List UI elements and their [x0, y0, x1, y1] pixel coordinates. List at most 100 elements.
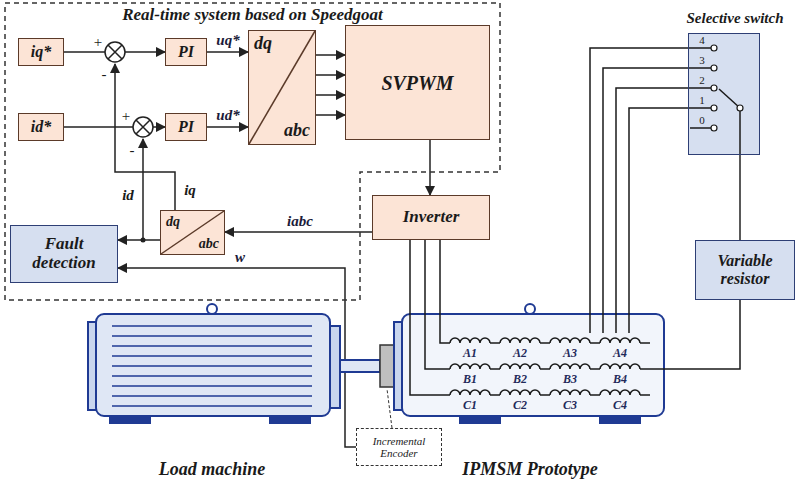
coil-link	[590, 368, 600, 370]
coil-link	[540, 394, 550, 396]
cooling-fin	[112, 345, 312, 347]
signal-label: uq*	[216, 32, 239, 49]
pi-controller: PI	[165, 113, 207, 141]
coil-link	[490, 342, 500, 344]
signal-connector	[429, 140, 431, 195]
transform-box: dq abc	[160, 210, 225, 255]
signal-label: ud*	[216, 107, 239, 124]
coil	[600, 338, 640, 343]
winding-label: B4	[613, 373, 627, 386]
machine-label: Load machine	[159, 460, 266, 480]
phase-wire	[410, 240, 740, 395]
tap-number: 1	[699, 94, 705, 106]
signal-connector	[207, 51, 248, 53]
coil	[450, 338, 490, 343]
winding-label: C1	[463, 399, 477, 412]
box-label: Inverter	[403, 208, 460, 227]
sign-label: -	[102, 66, 107, 83]
switch-terminals	[711, 45, 743, 131]
box-label: iq*	[31, 43, 51, 61]
tap-number: 2	[699, 74, 705, 86]
box-label: SVPWM	[381, 72, 453, 94]
coil	[550, 390, 590, 395]
group-heading: Real-time system based on Speedgoat	[122, 6, 383, 25]
box-label: abc	[199, 236, 219, 251]
signal-connector	[316, 74, 345, 76]
coil	[600, 390, 640, 395]
signal-label: iq	[184, 182, 196, 199]
pi-controller: PI	[165, 38, 207, 66]
summing-junction	[133, 117, 153, 137]
winding-label: B3	[563, 373, 577, 386]
winding-label: A4	[613, 347, 627, 360]
box-label: Fault detection	[11, 235, 117, 272]
sign-label: +	[122, 108, 130, 125]
winding-coils	[450, 338, 640, 395]
coil-link	[540, 342, 550, 344]
coil-link	[540, 368, 550, 370]
signal-label: iabc	[287, 213, 313, 230]
box-label: dq	[254, 34, 272, 54]
inverter-box: Inverter	[372, 195, 490, 240]
tap-number: 0	[699, 114, 705, 126]
coil-link	[490, 368, 500, 370]
reference-box: iq*	[18, 38, 64, 66]
reference-box: id*	[18, 113, 64, 141]
cooling-fin	[112, 365, 312, 367]
feedback-wire	[142, 139, 144, 240]
coil	[450, 390, 490, 395]
fault-detection-box: Fault detection	[10, 225, 118, 283]
winding-label: C3	[563, 399, 577, 412]
switch-outline	[688, 33, 760, 155]
winding-label: A3	[563, 347, 577, 360]
winding-label: A2	[513, 347, 527, 360]
tap-number: 4	[699, 34, 705, 46]
sign-label: -	[130, 142, 135, 159]
box-label: Variable resistor	[696, 252, 794, 287]
coil	[550, 364, 590, 369]
summing-junction	[105, 42, 125, 62]
coil-link	[590, 342, 600, 344]
signal-connector	[739, 155, 741, 240]
sign-label: +	[94, 34, 102, 51]
signal-connector	[118, 239, 160, 241]
coil-link	[490, 394, 500, 396]
coil	[500, 364, 540, 369]
winding-label: A1	[463, 347, 477, 360]
box-label: dq	[166, 214, 180, 229]
encoder-box: Incremental Encoder	[356, 428, 442, 466]
cooling-fin	[112, 335, 312, 337]
switch-body	[688, 33, 760, 155]
box-label: Incremental Encoder	[357, 435, 441, 459]
signal-connector	[207, 126, 248, 128]
signal-connector	[316, 114, 345, 116]
variable-resistor: Variable resistor	[695, 240, 795, 300]
ipmsm-machine	[394, 304, 664, 423]
box-label: id*	[31, 118, 51, 136]
winding-label: C4	[613, 399, 627, 412]
coil-link	[590, 394, 600, 396]
cooling-fin	[112, 355, 312, 357]
tap-number: 3	[699, 54, 705, 66]
signal-connector	[225, 231, 372, 233]
winding-label: B1	[463, 373, 477, 386]
machine-label: IPMSM Prototype	[462, 460, 598, 480]
signal-label: id	[122, 187, 134, 204]
svpwm-box: SVPWM	[345, 25, 490, 140]
cooling-fin	[112, 405, 312, 407]
cooling-fin	[112, 385, 312, 387]
group-heading: Selective switch	[686, 10, 783, 27]
signal-connector	[316, 94, 345, 96]
junction-dot	[141, 238, 146, 243]
load-machine	[88, 304, 380, 423]
realtime-region: Real-time system based on Speedgoat iq* id…	[5, 3, 500, 300]
encoder-leader	[387, 389, 392, 428]
cooling-fin	[112, 395, 312, 397]
box-label: abc	[284, 121, 310, 141]
signal-label: w	[235, 249, 245, 266]
box-label: PI	[178, 43, 194, 61]
cooling-fin	[112, 375, 312, 377]
encoder-disc	[380, 345, 394, 387]
coil	[550, 338, 590, 343]
coil	[600, 364, 640, 369]
